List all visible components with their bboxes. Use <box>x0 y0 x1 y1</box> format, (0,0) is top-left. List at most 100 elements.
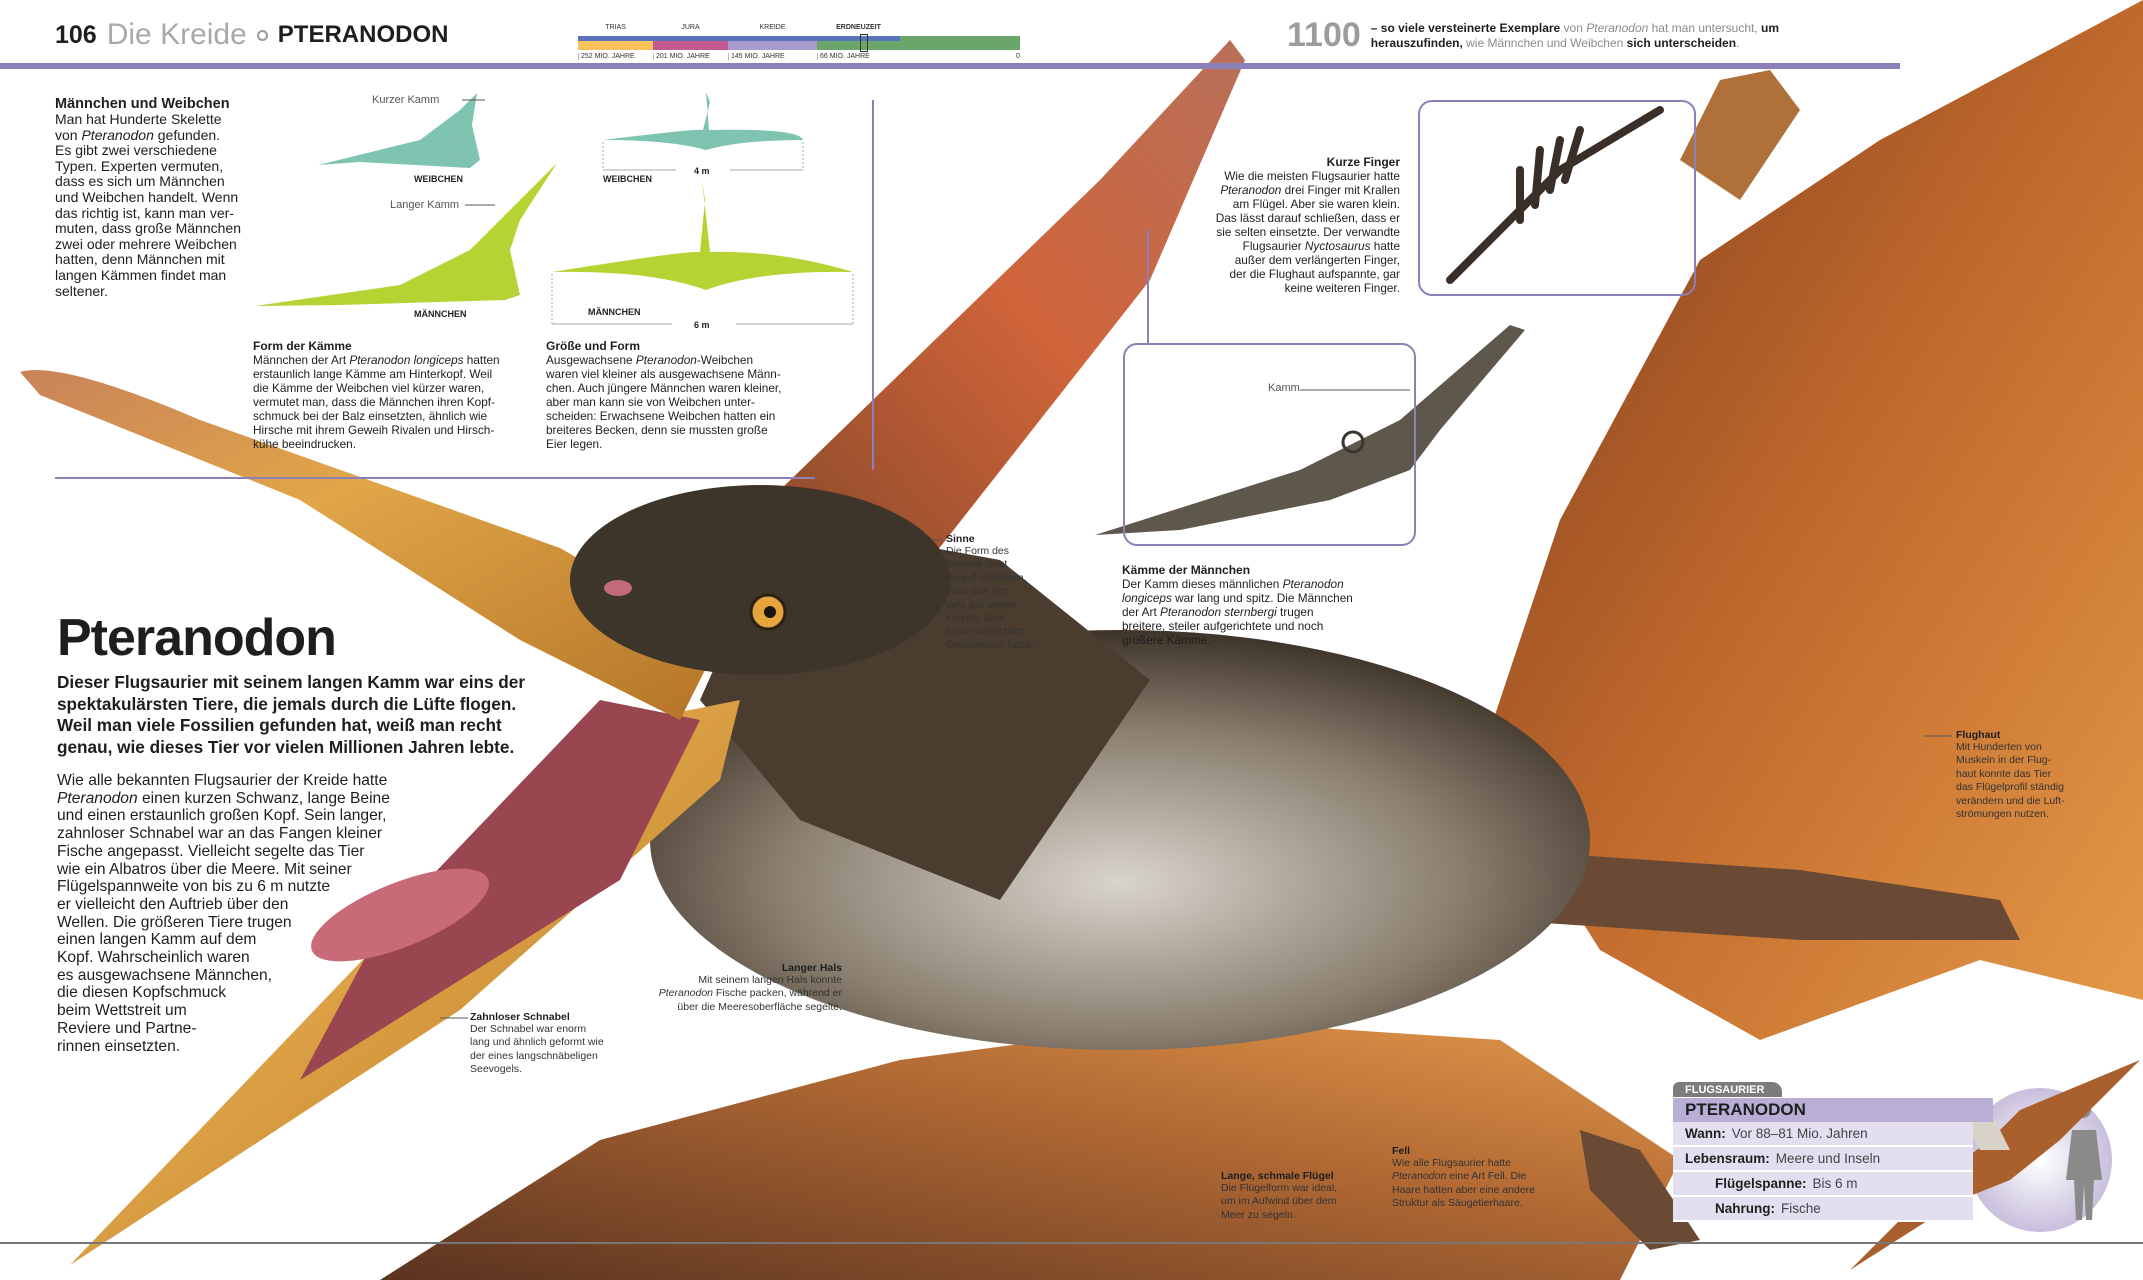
fur-text: Wie alle Flugsaurier hatte Pteranodon ei… <box>1392 1157 1535 1211</box>
beak-heading: Zahnloser Schnabel <box>470 1011 570 1023</box>
timeline-marker <box>860 34 868 52</box>
fact-number-text: – so viele versteinerte Exemplare von Pt… <box>1371 21 1841 51</box>
timeline-year: 201 MIO. JAHRE <box>653 53 710 60</box>
fact-box: FLUGSAURIER PTERANODON Wann:Vor 88–81 Mi… <box>1673 1080 2003 1222</box>
timeline-period-bar <box>578 41 653 50</box>
main-title: Pteranodon <box>57 609 337 667</box>
text-segment: gefunden. Es gibt zwei verschiedene Type… <box>55 126 241 299</box>
main-body: Wie alle bekannten Flugsaurier der Kreid… <box>57 772 527 1055</box>
beak-text: Der Schnabel war enorm lang und ähnlich … <box>470 1023 604 1077</box>
text-segment: von <box>1563 20 1587 35</box>
text-segment: drei Finger mit Krallen am Flügel. Aber … <box>1215 183 1400 253</box>
text-segment: Der Schnabel war enorm lang und ähnlich … <box>470 1023 604 1076</box>
senses-heading: Sinne <box>946 533 975 545</box>
lower-wing <box>380 1020 1680 1280</box>
text-segment: Wie alle bekannten Flugsaurier der Kreid… <box>57 772 388 789</box>
crest-form-heading: Form der Kämme <box>253 339 352 353</box>
sex-text: Man hat Hunderte Skelette von Pteranodon… <box>55 111 241 299</box>
sex-section: Männchen und Weibchen Man hat Hunderte S… <box>55 96 241 299</box>
size-form-text: Ausgewachsene Pteranodon-Weibchen waren … <box>546 353 781 451</box>
text-segment: war lang und spitz. Die Männchen der Art <box>1122 591 1353 619</box>
head <box>570 485 950 675</box>
wingspan-male-value: 6 m <box>694 320 710 330</box>
foot <box>1580 1130 1700 1250</box>
fact-box-name: PTERANODON <box>1673 1098 1993 1122</box>
timeline-year: 145 MIO. JAHRE <box>728 53 785 60</box>
neck-annotation: Langer Hals Mit seinem langen Hals konnt… <box>590 962 842 1014</box>
text-segment: Pteranodon <box>635 353 697 367</box>
fact-value: Vor 88–81 Mio. Jahren <box>1731 1126 1868 1141</box>
timeline-period-bar <box>653 41 728 50</box>
text-segment: Männchen der Art <box>253 353 350 367</box>
main-lead: Dieser Flugsaurier mit seinem langen Kam… <box>57 672 526 757</box>
timeline-period-label: ERDNEUZEIT <box>836 24 881 31</box>
wingspan-male-label: MÄNNCHEN <box>588 307 641 317</box>
text-segment: Nyctosaurus <box>1304 239 1371 253</box>
text-segment: Pteranodon sternbergi <box>1160 605 1277 619</box>
fact-label: Nahrung: <box>1715 1201 1775 1216</box>
fingers-text: Wie die meisten Flugsaurier hatte Pteran… <box>1150 169 1400 295</box>
text-segment: Mit seinem langen Hals konnte <box>698 974 842 986</box>
timeline-period-bar <box>817 41 900 50</box>
text-segment: hatte außer dem verlängerten Finger, der… <box>1229 239 1400 295</box>
timeline: TRIAS 252 MIO. JAHRE JURA 201 MIO. JAHRE KRE… <box>578 24 1020 64</box>
page-number: 106 <box>55 20 97 49</box>
wings-text: Die Flügelform war ideal, um im Aufwind … <box>1221 1182 1337 1222</box>
timeline-year: 252 MIO. JAHRE <box>578 53 635 60</box>
fur-annotation: Fell Wie alle Flugsaurier hatte Pteranod… <box>1392 1145 1535 1211</box>
crest-fossil-label: Kamm <box>1268 382 1300 394</box>
fact-value: Fische <box>1781 1201 1821 1216</box>
fingers-heading: Kurze Finger <box>1326 155 1400 169</box>
text-segment: Pteranodon longiceps <box>349 353 464 367</box>
crest-fossil <box>1095 325 1525 535</box>
timeline-period-label: TRIAS <box>605 24 626 31</box>
text-segment: eine Art Fell. Die Haare hatten aber ein… <box>1392 1170 1536 1210</box>
text-segment: -Weibchen waren viel kleiner als ausgewa… <box>546 353 782 451</box>
page-header: 106 Die Kreide PTERANODON <box>55 18 448 52</box>
text-segment: Pteranodon <box>1586 20 1649 35</box>
footer-rule <box>0 1242 2143 1244</box>
text-segment: hatten erstaunlich lange Kämme am Hinter… <box>253 353 500 451</box>
text-segment: Pteranodon <box>1220 183 1282 197</box>
wingspan-diagram <box>551 92 854 325</box>
text-segment: Ausgewachsene <box>546 353 636 367</box>
timeline-top-bar <box>578 36 1020 41</box>
timeline-year: 66 MIO. JAHRE <box>817 53 870 60</box>
text-segment: Pteranodon <box>81 126 154 143</box>
page-title: PTERANODON <box>277 21 449 48</box>
fingers-inset-box <box>1418 100 1696 296</box>
fact-number-block: 1100 – so viele versteinerte Exemplare v… <box>1287 16 1841 55</box>
sex-heading: Männchen und Weibchen <box>55 96 230 112</box>
fact-box-row: Nahrung: Fische <box>1673 1197 1973 1222</box>
wingspan-female-value: 4 m <box>694 166 710 176</box>
fact-number: 1100 <box>1287 16 1361 54</box>
timeline-period-label: KREIDE <box>759 24 786 31</box>
crest-fossil-box <box>1123 343 1416 546</box>
text-segment: Man hat Hunderte Skelette von <box>55 111 222 143</box>
text-segment: Pteranodon longiceps <box>1122 577 1344 605</box>
text-segment: Die Flügelform war ideal, um im Aufwind … <box>1221 1182 1338 1221</box>
text-segment: Pteranodon <box>57 789 138 807</box>
text-segment: wie Männchen und Weibchen <box>1466 35 1627 50</box>
membrane-heading: Flughaut <box>1956 729 2001 741</box>
separator-dot-icon <box>256 29 268 41</box>
tongue <box>311 868 489 962</box>
text-segment: – so viele versteinerte Exemplare <box>1370 20 1564 35</box>
neck-heading: Langer Hals <box>781 962 842 974</box>
text-segment: sich unterscheiden <box>1626 35 1737 50</box>
text-segment: Wie die meisten Flugsaurier hatte <box>1224 169 1400 183</box>
membrane-text: Mit Hunderten von Muskeln in der Flug- h… <box>1956 741 2065 821</box>
text-segment: trugen breitere, steiler aufgerichtete u… <box>1122 605 1324 647</box>
main-column: Pteranodon Dieser Flugsaurier mit seinem… <box>57 608 527 1055</box>
fact-box-row: Wann:Vor 88–81 Mio. Jahren <box>1673 1122 1973 1147</box>
male-label: MÄNNCHEN <box>414 309 467 319</box>
connector-line <box>1147 230 1149 343</box>
timeline-period-label: JURA <box>681 24 700 31</box>
claws-illustration <box>1446 106 1664 284</box>
arm <box>1500 850 2020 940</box>
membrane-annotation: Flughaut Mit Hunderten von Muskeln in de… <box>1956 729 2065 821</box>
fact-label: Lebensraum: <box>1685 1151 1770 1166</box>
header-rule <box>0 63 1900 69</box>
senses-text: Die Form des Gehirns lässt darauf schlie… <box>946 545 1034 652</box>
